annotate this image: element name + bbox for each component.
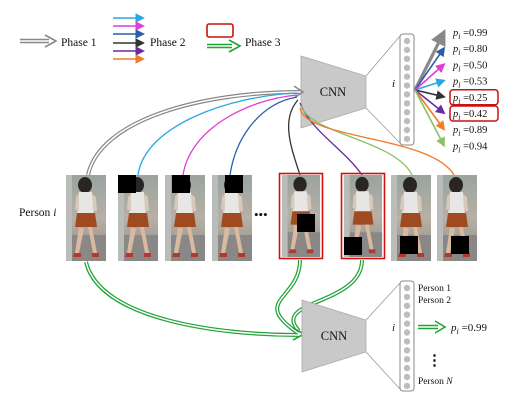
legend: Phase 1 Phase 2 Phase 3 xyxy=(20,13,281,64)
image-6 xyxy=(391,175,431,261)
top-cnn: CNN i xyxy=(300,33,415,146)
phase3-arrow-icon xyxy=(207,39,242,53)
class-label-1: Person 1 xyxy=(418,284,451,294)
phase1-curves xyxy=(86,85,305,176)
output-node xyxy=(403,320,411,327)
image-5 xyxy=(340,172,386,260)
class-label-last: Person N xyxy=(418,377,453,387)
output-arrow-icon xyxy=(418,320,447,334)
output-node xyxy=(403,338,411,345)
probability-arrows xyxy=(413,29,446,148)
image-2 xyxy=(165,175,205,261)
output-node xyxy=(403,311,411,318)
legend-phase1-label: Phase 1 xyxy=(61,37,97,49)
probability-label: pi =0.50 xyxy=(452,60,487,73)
output-node xyxy=(403,46,411,54)
output-node xyxy=(403,126,411,134)
probability-arrow xyxy=(414,78,446,91)
output-node xyxy=(403,64,411,71)
probability-arrow xyxy=(414,89,446,115)
top-cnn-label: CNN xyxy=(320,85,346,99)
highlight-box xyxy=(449,105,499,122)
probability-arrow xyxy=(414,89,445,148)
image-4 xyxy=(278,172,324,260)
output-node xyxy=(403,73,411,80)
output-node xyxy=(403,37,411,45)
class-vertical-ellipsis: ⋮ xyxy=(427,353,442,369)
output-node xyxy=(403,91,411,98)
probability-label: pi =0.25 xyxy=(452,93,487,106)
occlusion-block xyxy=(297,214,315,232)
output-node xyxy=(403,364,411,372)
output-node xyxy=(403,356,411,363)
probability-arrow xyxy=(414,46,446,91)
phase3-curves xyxy=(84,259,364,341)
probability-label: pi =0.99 xyxy=(452,28,487,41)
legend-phase3-label: Phase 3 xyxy=(245,37,281,49)
bottom-output-nodes xyxy=(403,284,411,390)
occlusion-block xyxy=(400,236,418,254)
probability-label: pi =0.42 xyxy=(452,109,487,122)
output-node xyxy=(403,329,411,336)
probability-arrow xyxy=(414,63,446,91)
legend-phase2-label: Phase 2 xyxy=(150,37,186,49)
output-node xyxy=(403,55,411,62)
image-1 xyxy=(118,175,158,261)
top-node-label: i xyxy=(392,78,395,90)
probability-arrow xyxy=(414,89,446,100)
occlusion-block xyxy=(225,175,243,193)
output-node xyxy=(403,117,411,125)
bottom-node-label: i xyxy=(392,322,395,334)
output-node xyxy=(403,284,411,292)
probability-label: pi =0.94 xyxy=(452,141,488,154)
bottom-output-probability: pi =0.99 xyxy=(450,322,487,336)
image-7 xyxy=(437,175,477,261)
class-label-2: Person 2 xyxy=(418,296,451,306)
phase2-arrows-icon xyxy=(113,13,145,64)
occlusion-block xyxy=(172,175,190,193)
bottom-cnn-label: CNN xyxy=(321,329,347,343)
person-row-label: Person i xyxy=(19,207,56,219)
probability-label: pi =0.80 xyxy=(452,44,487,57)
output-node xyxy=(403,82,411,89)
probability-label: pi =0.53 xyxy=(452,77,487,90)
phase3-box-icon xyxy=(206,23,234,38)
highlight-box xyxy=(278,172,324,260)
output-node xyxy=(403,109,411,116)
probability-label: pi =0.89 xyxy=(452,125,487,138)
image-0 xyxy=(66,175,106,261)
output-node xyxy=(403,135,411,143)
phase1-arrow-icon xyxy=(20,34,58,48)
output-node xyxy=(403,382,411,390)
probability-labels: pi =0.99 pi =0.80 pi =0.50 pi =0.53 pi =0.25… xyxy=(449,28,499,154)
image-3 xyxy=(212,175,252,261)
probability-arrow xyxy=(413,29,446,91)
top-output-nodes xyxy=(403,37,411,143)
bottom-cnn: CNN i Person 1 Person 2 ⋮ Person N pi =0… xyxy=(301,280,487,392)
probability-arrow xyxy=(414,89,446,131)
occlusion-block xyxy=(344,237,362,255)
output-node xyxy=(403,347,411,354)
output-node xyxy=(403,293,411,301)
occlusion-block xyxy=(118,175,136,193)
output-node xyxy=(403,373,411,381)
highlight-box xyxy=(340,172,386,260)
bottom-output-layer xyxy=(399,280,415,392)
output-node xyxy=(403,100,411,107)
output-node xyxy=(403,302,411,309)
highlight-box xyxy=(449,89,499,106)
row-ellipsis: ••• xyxy=(254,207,268,222)
occlusion-block xyxy=(451,236,469,254)
phase2-curves xyxy=(137,92,455,176)
